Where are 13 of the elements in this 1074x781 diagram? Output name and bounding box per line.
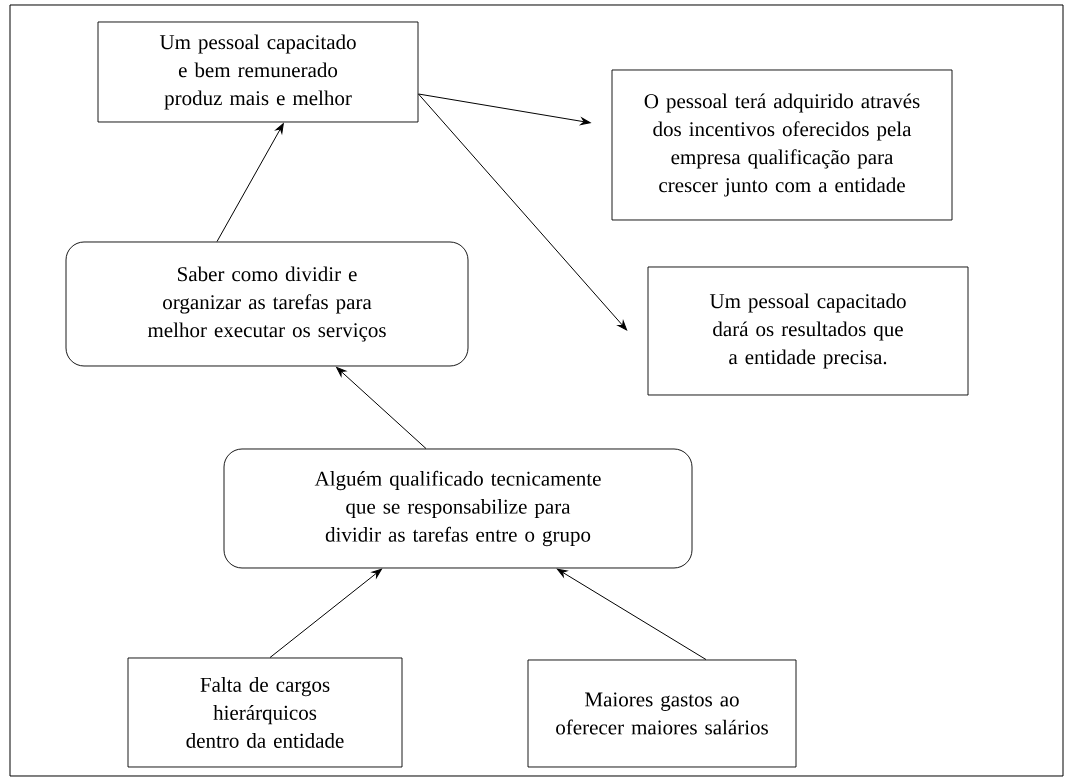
arrow xyxy=(269,568,382,659)
arrow xyxy=(216,123,284,243)
arrow xyxy=(336,366,427,450)
text-box: Maiores gastos ao oferecer maiores salários xyxy=(527,659,797,768)
text-box: Um pessoal capacitado e bem remunerado produz mais e melhor xyxy=(97,21,419,123)
arrow xyxy=(417,93,591,126)
rounded-box: Alguém qualificado tecnicamente que se responsabilize para dividir as tarefas entre o grupo xyxy=(223,448,693,569)
text-box: Um pessoal capacitado dará os resultados que a entidade precisa. xyxy=(647,266,969,396)
text-box: O pessoal terá adquirido através dos incentivos oferecidos pela empresa qualificação para crescer junto com a entidade xyxy=(611,69,953,221)
text-box: Falta de cargos hierárquicos dentro da entidade xyxy=(127,657,403,768)
rounded-box: Saber como dividir e organizar as tarefas para melhor executar os serviços xyxy=(65,241,469,367)
arrow xyxy=(417,93,628,331)
arrow xyxy=(556,568,707,661)
